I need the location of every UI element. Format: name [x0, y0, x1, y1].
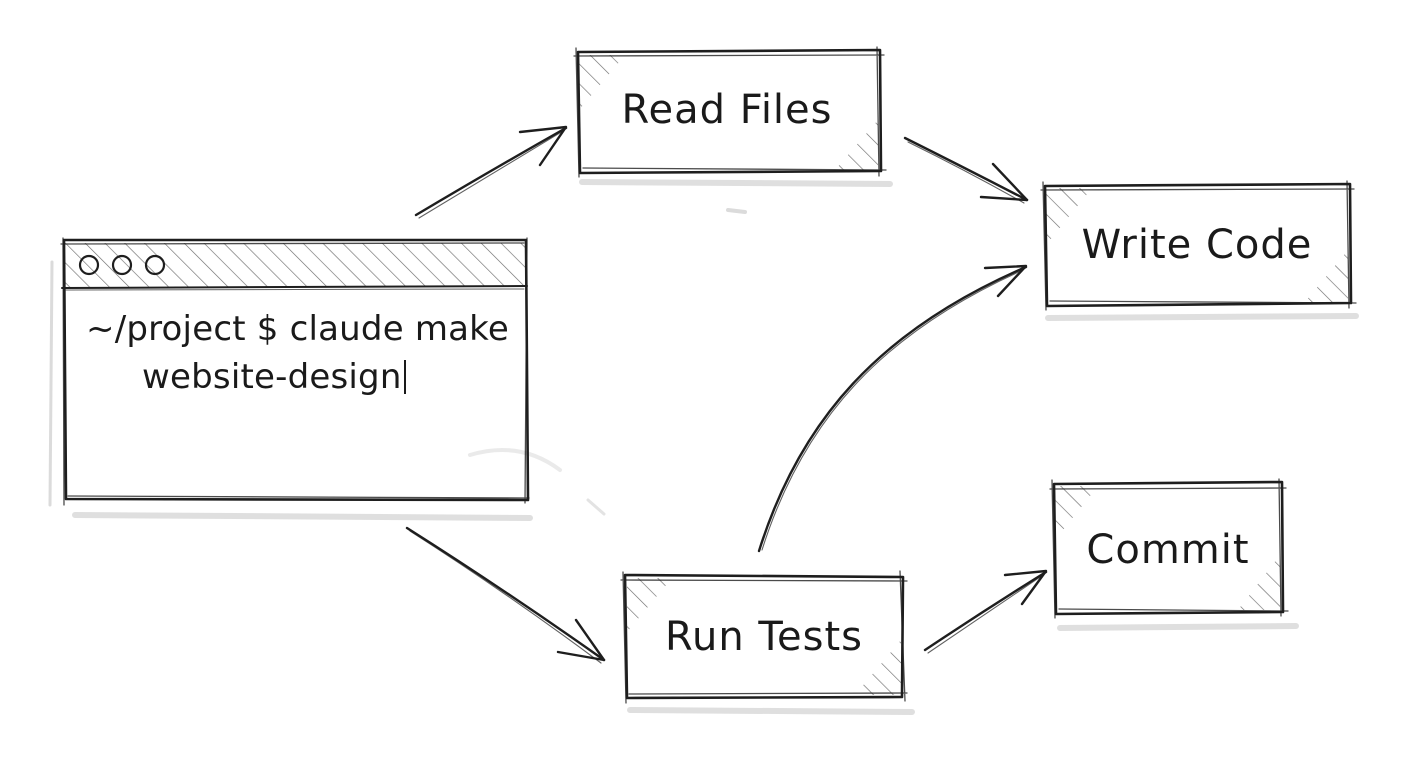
- node-commit-box: [1049, 478, 1299, 631]
- arrow-terminal-to-run-tests: [405, 526, 606, 664]
- window-dot-icon[interactable]: [111, 254, 133, 276]
- hatch-corner: [579, 55, 625, 110]
- hatch-corner: [627, 578, 672, 632]
- terminal-command-text: website-design: [142, 357, 402, 397]
- node-commit-label: Commit: [1086, 527, 1250, 573]
- terminal-title-bar: [64, 243, 525, 287]
- arrow-read-files-to-write-code: [903, 136, 1029, 204]
- terminal-window: [48, 237, 562, 521]
- window-dot-icon[interactable]: [78, 254, 100, 276]
- arrowhead-icon: [518, 125, 568, 167]
- arrowhead-icon: [556, 618, 606, 662]
- text-cursor: [403, 360, 406, 394]
- node-read-files-label: Read Files: [621, 87, 833, 133]
- arrowhead-icon: [1003, 569, 1048, 606]
- hatch-corner: [835, 120, 878, 170]
- hatch-corner: [1046, 188, 1092, 245]
- arrow-terminal-to-read-files: [414, 125, 568, 219]
- node-run-tests-label: Run Tests: [664, 614, 864, 660]
- terminal-command-line-2: website-design: [142, 357, 406, 397]
- arrow-run-tests-to-commit: [923, 569, 1048, 654]
- arrowhead-icon: [979, 162, 1029, 202]
- hatch-corner: [1238, 555, 1280, 610]
- terminal-command-line-1: ~/project $ claude make: [86, 309, 509, 349]
- window-dot-icon[interactable]: [144, 254, 166, 276]
- arrowhead-icon: [983, 264, 1028, 298]
- node-write-code-box: [1040, 180, 1359, 321]
- hatch-corner: [1305, 250, 1348, 302]
- node-run-tests-box: [620, 570, 915, 715]
- node-read-files-box: [573, 46, 893, 187]
- hatch-corner: [855, 640, 901, 695]
- node-write-code-label: Write Code: [1081, 222, 1313, 268]
- hatch-corner: [1055, 486, 1098, 540]
- arrow-run-tests-to-write-code: [757, 264, 1028, 553]
